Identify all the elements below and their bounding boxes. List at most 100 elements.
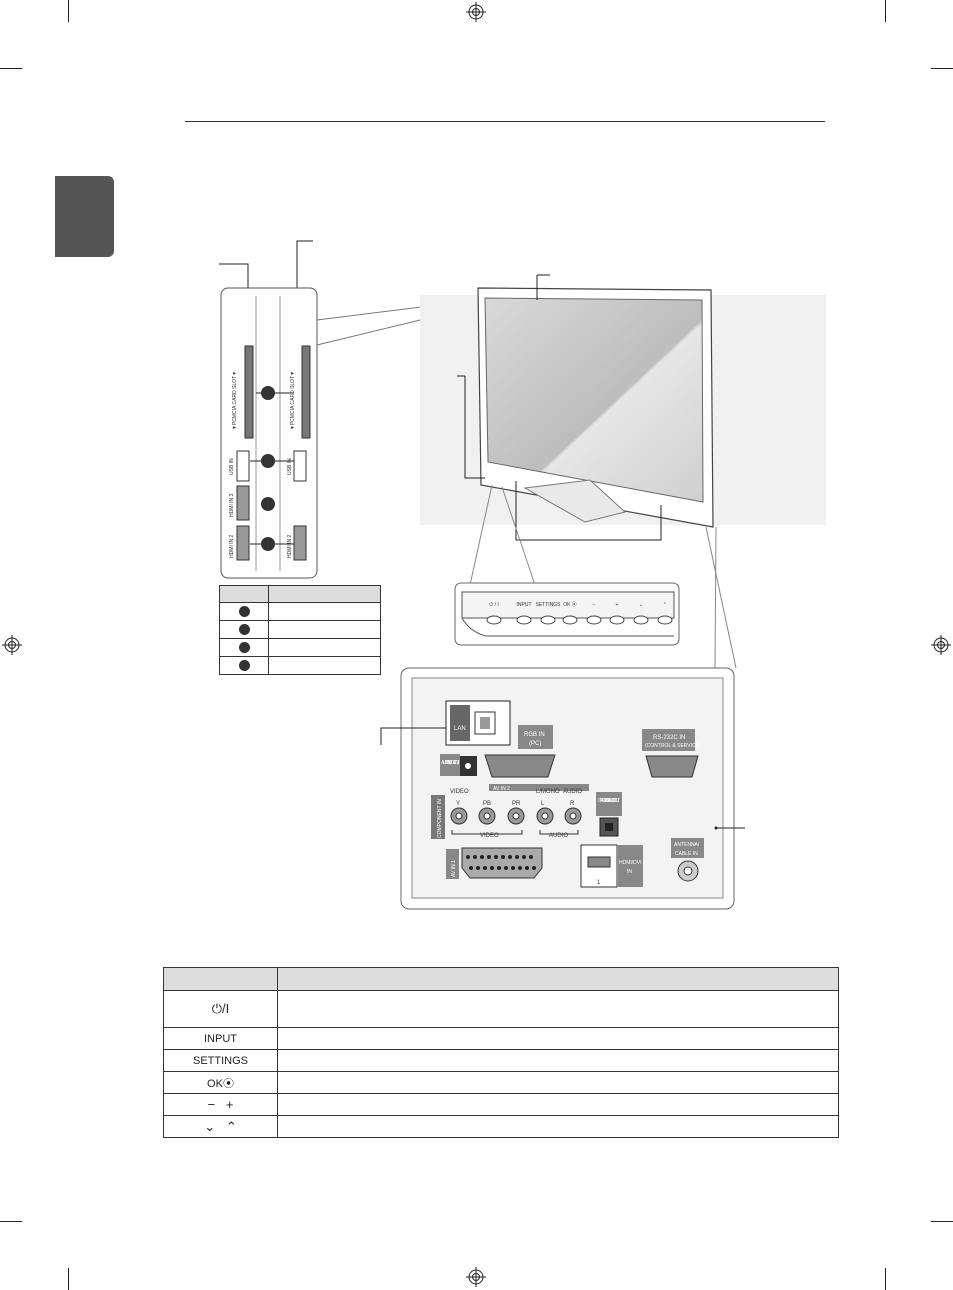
keypad-strip [461,591,675,619]
button-power-icon: ⏻/I [163,990,278,1028]
audio-in-label-block [440,754,460,776]
hdmi3-port-left [236,485,250,521]
pb-label: PB [483,801,491,807]
legend-cell [268,602,381,621]
scart-pin [469,866,473,870]
legend-cell [268,620,381,639]
keypad-button[interactable] [609,615,625,625]
hdmi2-label-left: HDMI IN 2 [229,534,235,558]
legend-marker [219,620,269,639]
crop-mark [68,1268,69,1290]
button-ok: OK⦿ [163,1071,278,1094]
keypad-button[interactable] [562,615,578,625]
crop-mark [885,0,886,22]
av-in1-label-block [446,849,459,879]
scart-pin [518,866,522,870]
hdmi-dvi-in-label: IN [627,869,632,875]
registration-mark-left [2,635,22,655]
hdmi3-label-left: HDMI IN 3 [229,493,235,517]
button-program: ⌄ ⌃ [163,1115,278,1138]
scart-pin [476,866,480,870]
header-rule [185,121,825,122]
zoom-line [469,484,493,586]
crop-mark [931,1221,953,1222]
crop-mark [0,1221,22,1222]
hdmi-dvi-port [587,856,611,868]
usb-label-right: USB IN [287,458,293,475]
scart-pin [522,855,526,859]
leader-line [219,263,249,290]
registration-mark-bottom [466,1267,486,1287]
scart-pin [525,866,529,870]
component-in-label: COMPONENT IN [437,799,443,838]
legend-dot [238,659,250,671]
usb-port-left [236,450,250,482]
keypad-label: ⌃ [663,602,667,608]
button-description [277,1027,839,1050]
button-settings: SETTINGS [163,1049,278,1072]
button-input: INPUT [163,1027,278,1050]
marker-slot [256,386,294,400]
lan-port-socket [480,717,490,729]
button-table-header [163,967,278,991]
av-in2-label: AV IN 2 [493,786,510,792]
scart-pin [511,866,515,870]
component-label-block [431,795,445,839]
scart-pin [494,855,498,859]
optical-socket [605,823,613,831]
video-bottom-label: VIDEO [480,833,499,839]
keypad-label: SETTINGS [535,602,561,608]
keypad-button[interactable] [586,615,602,625]
hdmi-number: 1 [597,880,601,886]
rgb-label-block [518,725,553,749]
legend-dot [238,623,250,635]
leader-line [296,240,313,290]
keypad-button[interactable] [657,615,673,625]
keypad-button[interactable] [486,615,502,625]
av-in2-bar [489,784,589,791]
leader-line [464,376,485,479]
chapter-tab [55,176,114,257]
pcmcia-slot-left [244,345,254,439]
video-top-label: VIDEO [450,789,469,795]
tv-screen [484,297,704,503]
optical-label-block [596,792,622,816]
l-label: L [541,801,545,807]
usb-port-right [293,450,307,482]
zoom-line [714,526,717,669]
keypad-button[interactable] [516,615,532,625]
crop-mark [885,1268,886,1290]
scart-pin [508,855,512,859]
y-label: Y [456,801,460,807]
legend-header-cell [268,585,381,603]
keypad-button[interactable] [540,615,556,625]
keypad-label: + [616,602,619,608]
button-description [277,1093,839,1116]
scart-pin [497,866,501,870]
scart-pin [504,866,508,870]
audio-in-label: AUDIO IN (RGB/DVI) [441,760,460,766]
zoom-line [501,486,536,586]
legend-dot [238,605,250,617]
legend-marker [219,602,269,621]
scart-pin [490,866,494,870]
button-table: ⏻/I INPUT SETTINGS OK⦿ − + ⌄ ⌃ [163,967,839,1138]
button-description [277,1115,839,1138]
audio-bracket [539,830,579,835]
hdmi-dvi-label-block [618,845,643,887]
legend-header-cell [219,585,269,603]
rs232-port [645,755,699,778]
side-port-legend [219,585,381,675]
r-label: R [570,801,575,807]
antenna-label-block [671,838,704,858]
pcmcia-slot-right [301,345,311,439]
registration-mark-top [466,2,486,22]
crop-mark [931,68,953,69]
scart-pin [487,855,491,859]
keypad-label: − [593,602,596,608]
button-volume: − + [163,1093,278,1116]
antenna-label: ANTENNA/ [674,842,700,848]
keypad-button[interactable] [633,615,649,625]
